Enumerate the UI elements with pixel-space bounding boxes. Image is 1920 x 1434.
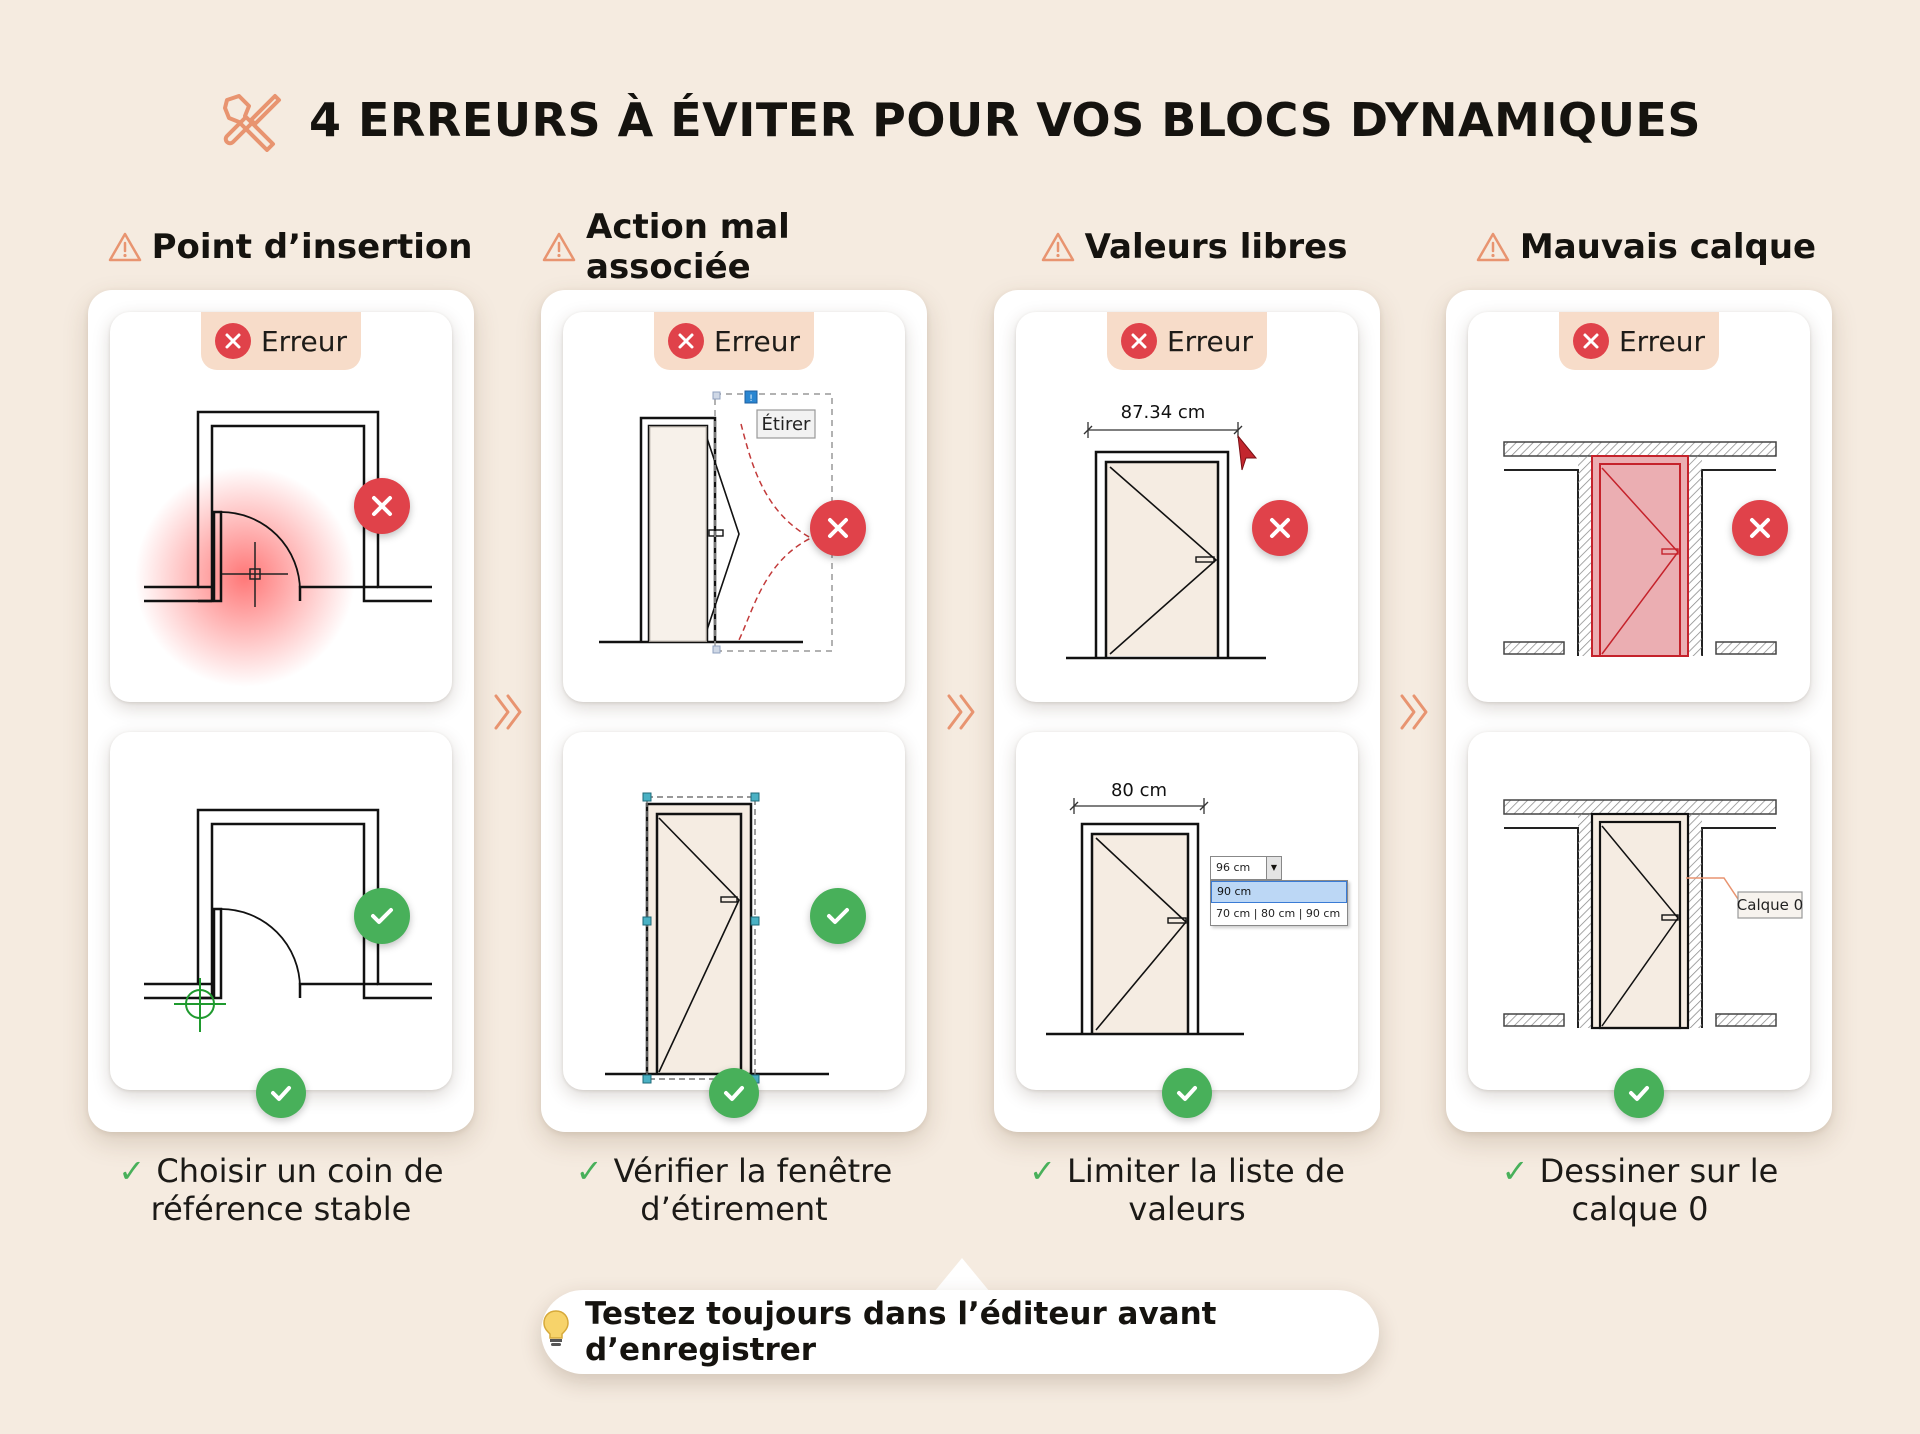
warning-icon [542, 232, 576, 262]
stretch-callout-label: Étirer [762, 413, 812, 435]
tip-banner-text: Testez toujours dans l’éditeur avant d’e… [585, 1296, 1217, 1368]
check-badge-icon [810, 888, 866, 944]
warning-icon [108, 232, 142, 262]
door-dimension-drawing: 80 cm [1046, 780, 1244, 1036]
chevron-right-icon [1396, 690, 1432, 738]
door-layer-drawing [1503, 441, 1777, 657]
door-stretch-drawing [605, 792, 829, 1084]
panel-correct [110, 732, 452, 1090]
check-circle-icon [1614, 1068, 1664, 1118]
card-insertion: Erreur [88, 290, 474, 1132]
check-badge-icon [354, 888, 410, 944]
error-icon [1572, 323, 1609, 359]
layer-label: Calque 0 [1737, 896, 1803, 914]
lightbulb-icon [541, 1309, 571, 1355]
tools-icon [219, 88, 283, 152]
dropdown-option-list[interactable]: 70 cm | 80 cm | 90 cm [1216, 907, 1341, 920]
dimension-label-good: 80 cm [1111, 780, 1167, 801]
panel-error: ! Étirer Erreur [563, 312, 905, 702]
error-tab: Erreur [1107, 312, 1267, 370]
chevron-down-icon[interactable]: ▼ [1266, 857, 1281, 879]
warning-icon [1041, 232, 1075, 262]
error-tab: Erreur [1559, 312, 1719, 370]
column-title-calque: Mauvais calque [1446, 222, 1846, 272]
tip-valeurs: ✓ Limiter la liste de valeurs [1029, 1152, 1345, 1228]
check-icon: ✓ [118, 1152, 157, 1190]
error-badge-icon [1252, 500, 1308, 556]
check-icon: ✓ [1501, 1152, 1540, 1190]
door-dimension-drawing: 87.34 cm [1066, 402, 1266, 660]
card-action: ! Étirer Erreur [541, 290, 927, 1132]
column-title-action: Action mal associée [542, 207, 942, 287]
error-badge-icon [810, 500, 866, 556]
tip-calque: ✓ Dessiner sur le calque 0 [1501, 1152, 1779, 1228]
tip-banner: Testez toujours dans l’éditeur avant d’e… [541, 1290, 1379, 1374]
check-icon: ✓ [1029, 1152, 1068, 1190]
panel-error: Erreur [1468, 312, 1810, 702]
check-circle-icon [256, 1068, 306, 1118]
panel-correct [563, 732, 905, 1090]
error-icon [1120, 323, 1157, 359]
error-tab: Erreur [201, 312, 361, 370]
error-icon [667, 323, 704, 359]
error-tab: Erreur [654, 312, 814, 370]
tip-insertion: ✓ Choisir un coin de référence stable [118, 1152, 444, 1228]
wall-opening-drawing [135, 410, 432, 687]
page-title: 4 ERREURS À ÉVITER POUR VOS BLOCS DYNAMI… [308, 93, 1701, 147]
chevron-right-icon [490, 690, 526, 738]
dropdown-current-value: 96 cm [1216, 861, 1251, 874]
check-circle-icon [1162, 1068, 1212, 1118]
note-pointer [934, 1258, 990, 1292]
check-circle-icon [709, 1068, 759, 1118]
page-header: 4 ERREURS À ÉVITER POUR VOS BLOCS DYNAMI… [0, 80, 1920, 160]
error-badge-icon [1732, 500, 1788, 556]
warning-icon [1476, 232, 1510, 262]
door-layer-drawing: Calque 0 [1503, 799, 1803, 1030]
error-badge-icon [354, 478, 410, 534]
panel-correct: Calque 0 [1468, 732, 1810, 1090]
dimension-label-bad: 87.34 cm [1121, 402, 1206, 423]
card-valeurs: 87.34 cm Erreur 80 [994, 290, 1380, 1132]
check-icon: ✓ [575, 1152, 614, 1190]
wall-opening-drawing [144, 808, 432, 1032]
dropdown-option-selected[interactable]: 90 cm [1211, 881, 1347, 903]
panel-error: 87.34 cm Erreur [1016, 312, 1358, 702]
chevron-right-icon [943, 690, 979, 738]
column-title-valeurs: Valeurs libres [994, 222, 1394, 272]
error-icon [214, 323, 251, 359]
panel-correct: 80 cm 96 cm ▼ 90 cm 70 cm | 80 cm | 90 c… [1016, 732, 1358, 1090]
svg-text:!: ! [749, 394, 753, 404]
panel-error: Erreur [110, 312, 452, 702]
column-title-insertion: Point d’insertion [90, 222, 490, 272]
value-dropdown[interactable]: 96 cm ▼ 90 cm 70 cm | 80 cm | 90 cm [1210, 856, 1348, 926]
card-calque: Erreur Cal [1446, 290, 1832, 1132]
tip-action: ✓ Vérifier la fenêtre d’étirement [575, 1152, 893, 1228]
